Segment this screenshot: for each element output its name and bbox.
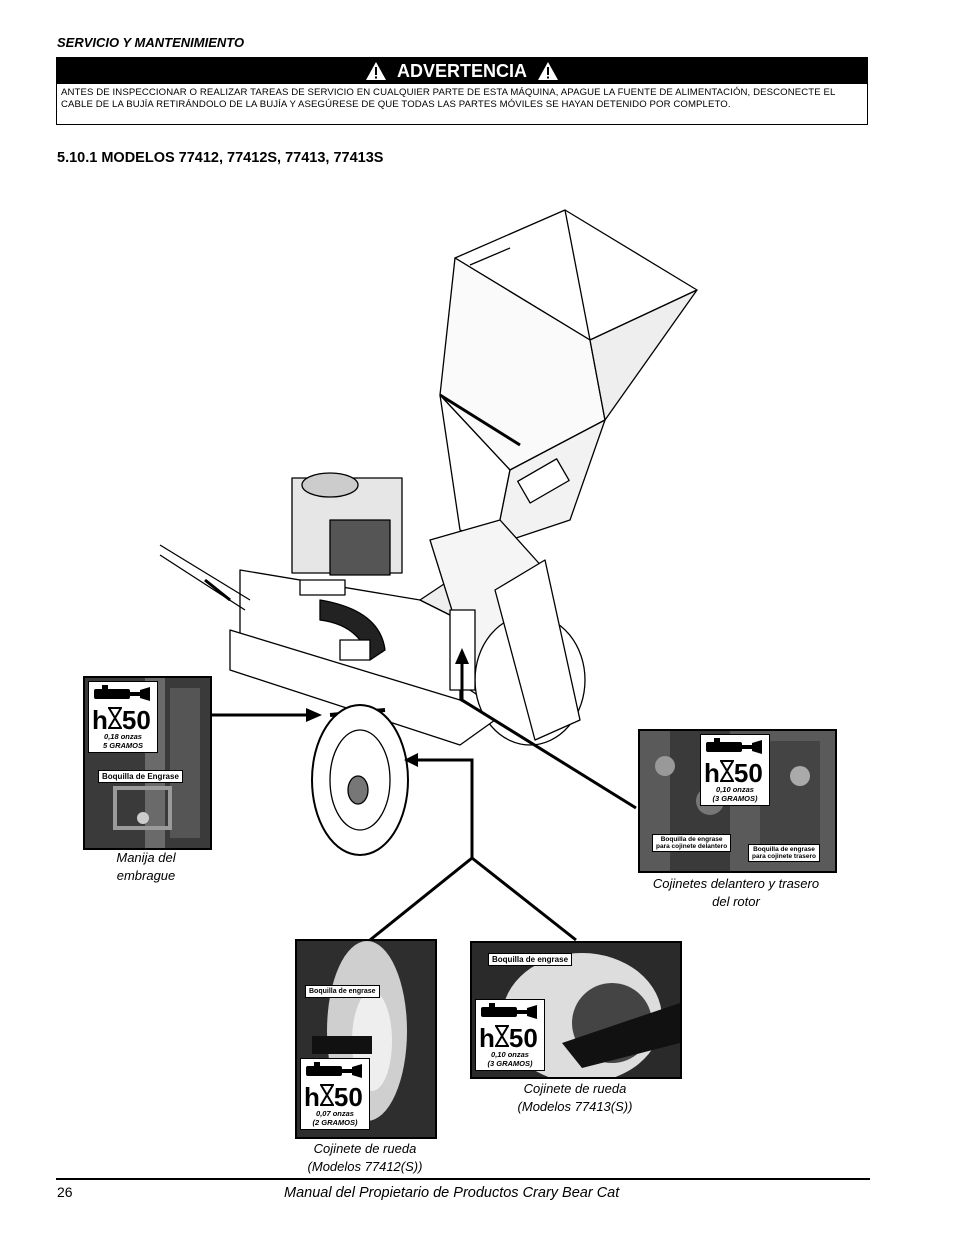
- grease-fitting-label: Boquilla de engrase: [488, 953, 573, 966]
- wheel-bearing-77413-caption: Cojinete de rueda(Modelos 77413(S)): [517, 1081, 633, 1114]
- section-header: SERVICIO Y MANTENIMIENTO: [57, 35, 245, 50]
- footer-divider: [56, 1178, 870, 1180]
- grease-amount: 0,07 onzas(2 GRAMOS): [312, 1109, 358, 1127]
- hourglass-icon: [719, 760, 735, 785]
- grease-gun-icon: [479, 1002, 539, 1025]
- wheel-bearing-77412-caption: Cojinete de rueda(Modelos 77412(S)): [307, 1141, 423, 1174]
- warning-title-bar: ADVERTENCIA: [57, 58, 867, 84]
- warning-text: ANTES DE INSPECCIONAR O REALIZAR TAREAS …: [61, 87, 836, 110]
- grease-amount: 0,10 onzas(3 GRAMOS): [487, 1050, 533, 1068]
- page-number: 26: [57, 1184, 73, 1200]
- warning-box: ADVERTENCIA ANTES DE INSPECCIONAR O REAL…: [56, 57, 868, 125]
- grease-amount: 0,10 onzas(3 GRAMOS): [712, 785, 758, 803]
- footer-title: Manual del Propietario de Productos Crar…: [284, 1185, 620, 1201]
- warning-triangle-icon: [365, 61, 387, 81]
- grease-fitting-label: Boquilla de Engrase: [98, 770, 183, 783]
- grease-gun-icon: [704, 737, 764, 760]
- grease-fitting-label: Boquilla de engrase: [305, 985, 380, 998]
- hourglass-icon: [494, 1025, 510, 1050]
- subsection-title: 5.10.1 MODELOS 77412, 77412S, 77413, 774…: [57, 150, 384, 166]
- hourglass-icon: [107, 707, 123, 732]
- hourglass-icon: [319, 1084, 335, 1109]
- warning-triangle-icon: [537, 61, 559, 81]
- warning-title: ADVERTENCIA: [396, 60, 527, 81]
- grease-gun-icon: [304, 1061, 364, 1084]
- grease-gun-icon: [92, 684, 152, 707]
